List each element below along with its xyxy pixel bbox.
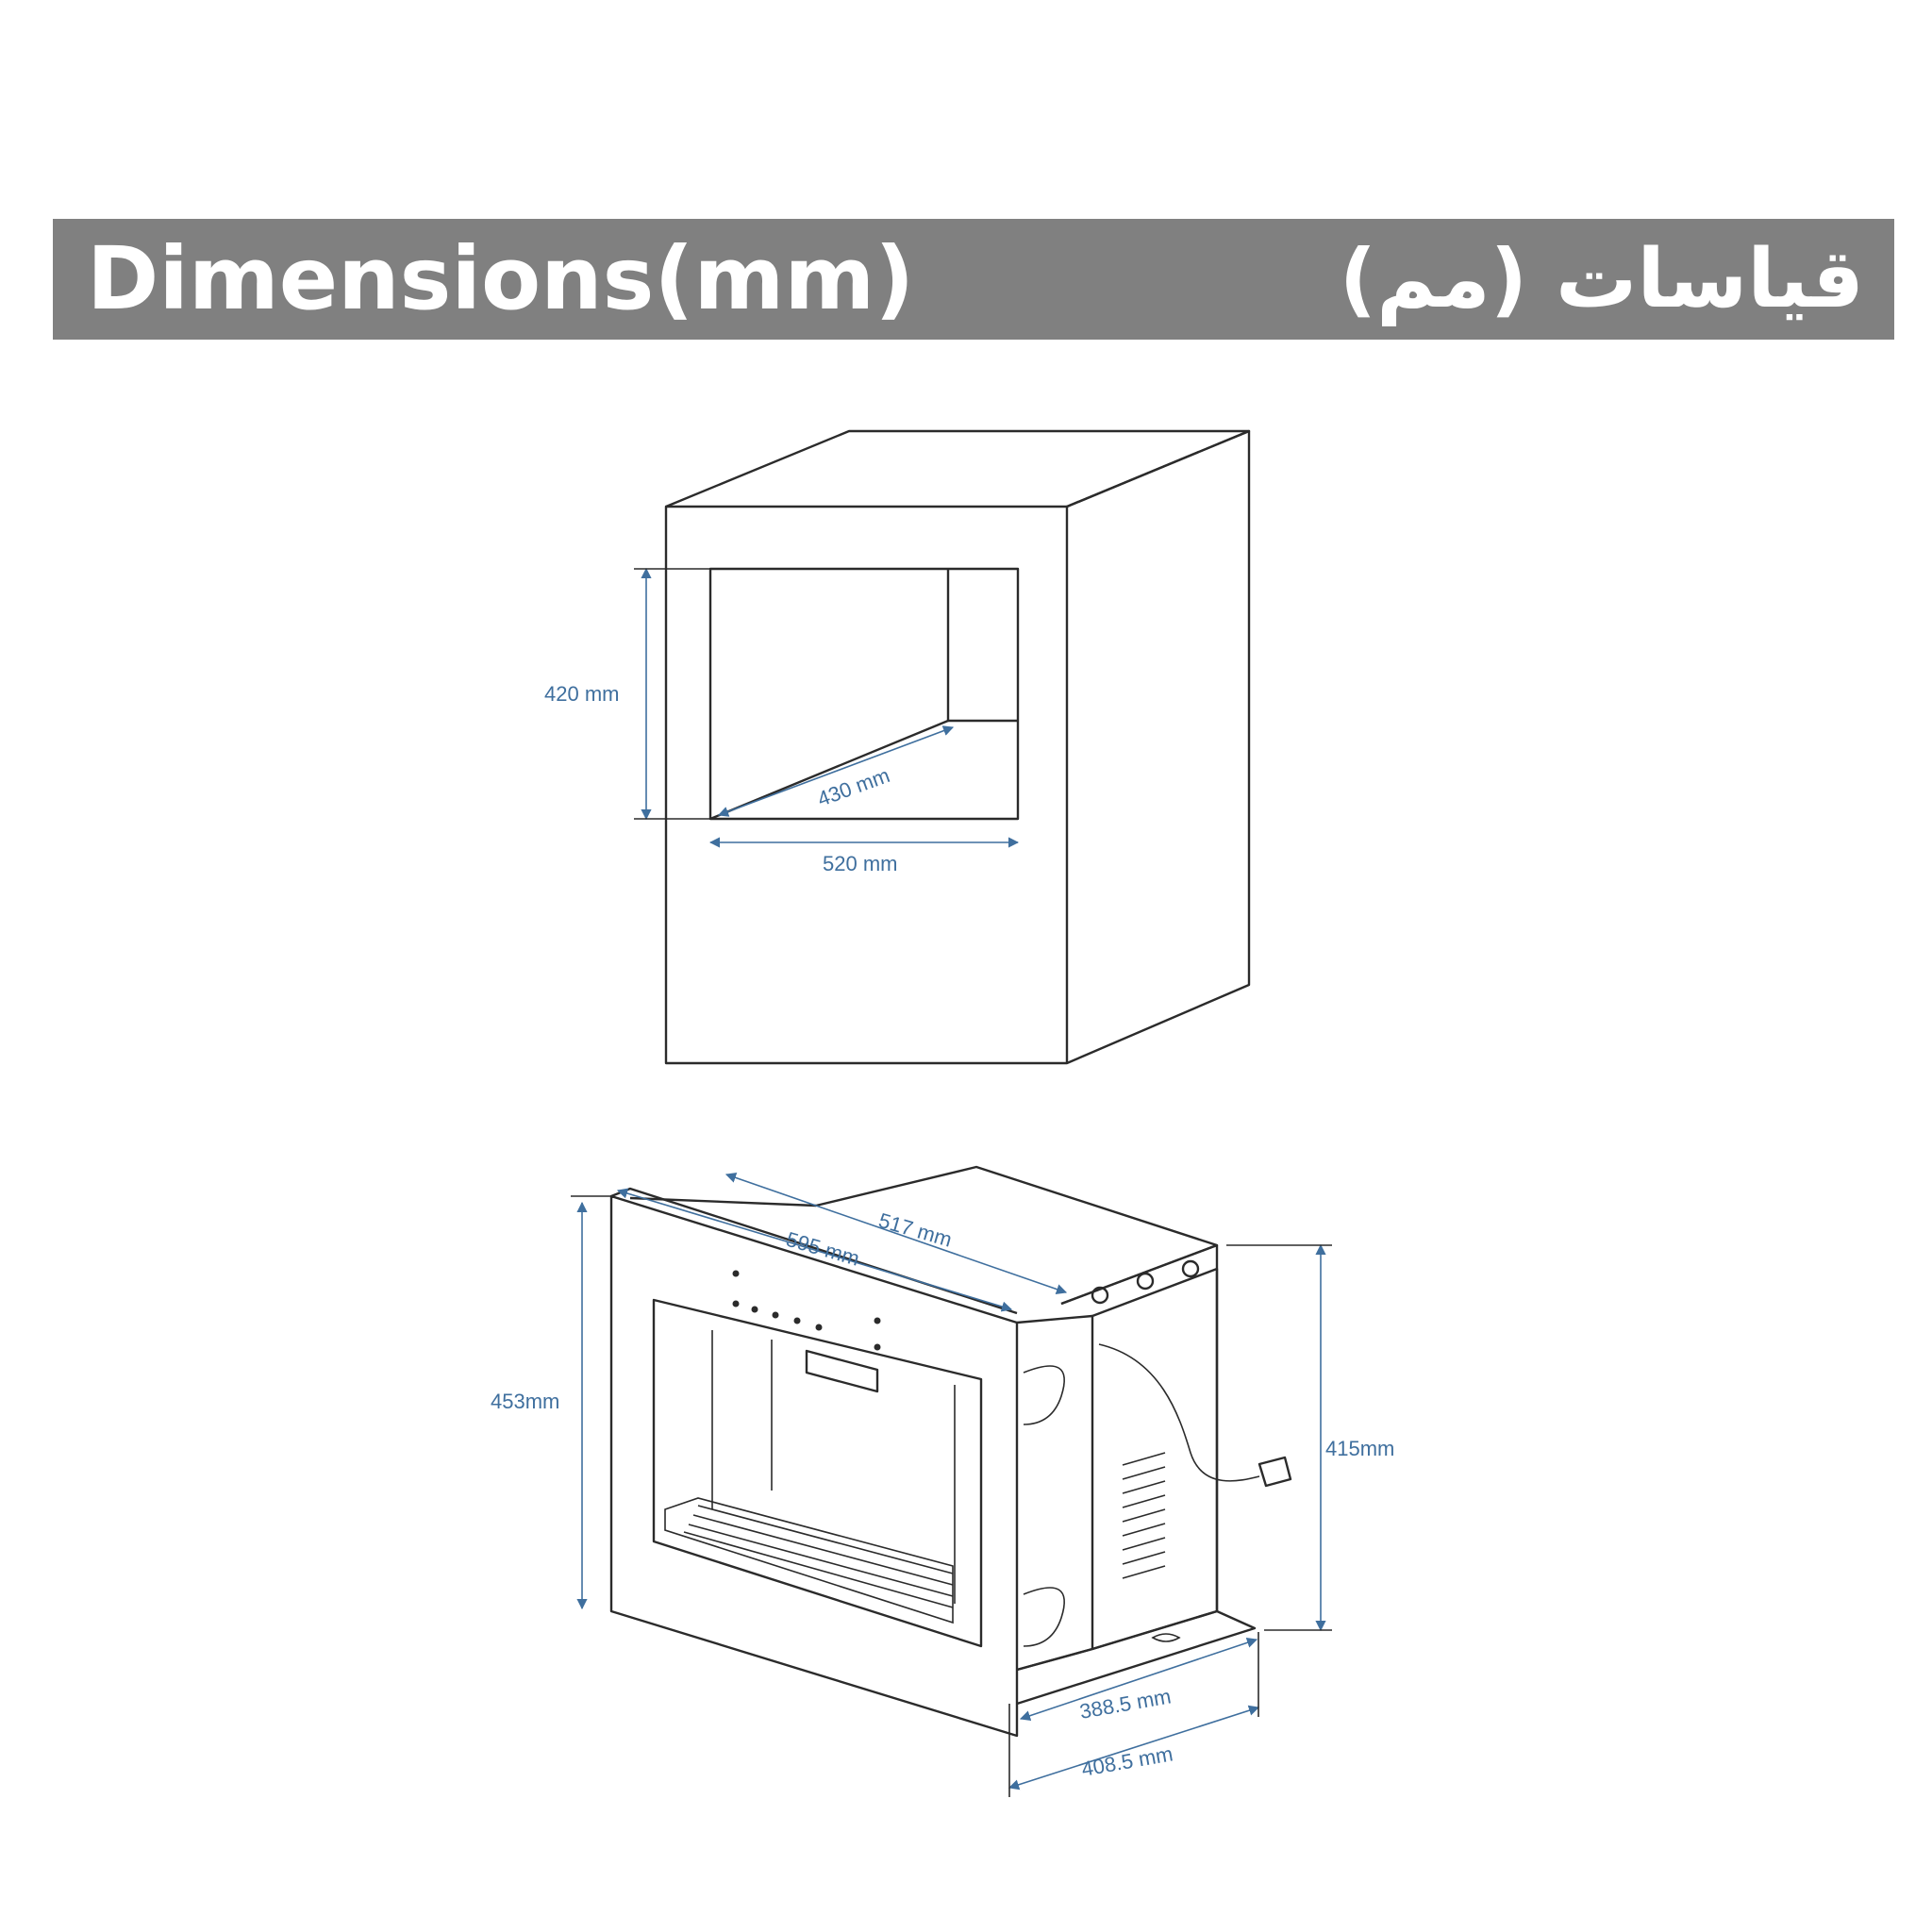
width-label: 520 mm — [823, 852, 897, 875]
connector-2 — [1136, 1272, 1155, 1291]
outer-width-dimension-line — [1008, 1705, 1260, 1790]
front-width-label: 595 mm — [784, 1227, 862, 1271]
lower-side-handle — [1023, 1587, 1065, 1647]
front-panel-opening — [652, 1298, 983, 1648]
button-dot — [874, 1343, 881, 1351]
body-depth-dimension-line — [724, 1173, 1068, 1294]
outer-width-label: 408.5 mm — [1080, 1741, 1175, 1781]
side-vents — [1122, 1452, 1166, 1579]
title-english: Dimensions(mm) — [87, 228, 915, 329]
body-back-panel — [1060, 1243, 1218, 1306]
button-dot — [732, 1270, 740, 1277]
button-dot — [751, 1306, 758, 1313]
cabinet-side-face — [1066, 429, 1251, 1065]
button-dot — [874, 1317, 881, 1324]
cavity-back-wall — [946, 569, 1018, 723]
front-height-label: 453mm — [491, 1390, 559, 1413]
cavity-opening — [708, 567, 1020, 821]
upper-side-handle — [1023, 1365, 1065, 1425]
button-dot — [732, 1300, 740, 1307]
button-dot — [772, 1311, 779, 1319]
header-bar: Dimensions(mm) قياسات (مم) — [53, 219, 1894, 340]
cabinet-top-face — [665, 429, 1251, 508]
cavity-diagram: 420 mm 430 mm 520 mm — [544, 429, 1251, 1065]
power-plug — [1257, 1456, 1292, 1488]
control-buttons — [732, 1270, 881, 1351]
body-left-side — [1016, 1314, 1094, 1672]
dispenser-spout — [805, 1349, 879, 1393]
body-depth-label: 517 mm — [876, 1208, 955, 1252]
base-slot — [1151, 1633, 1181, 1642]
depth-dimension-line — [717, 725, 955, 817]
drip-tray-grille — [683, 1505, 954, 1608]
connector-1 — [1091, 1286, 1109, 1305]
connector-3 — [1181, 1259, 1200, 1278]
body-side-panel — [1091, 1267, 1219, 1651]
body-height-label: 415mm — [1325, 1437, 1394, 1460]
button-dot — [793, 1317, 801, 1324]
button-dot — [815, 1324, 823, 1331]
appliance-diagram: 453mm 595 mm 517 mm 415mm 388.5 mm 408.5… — [491, 1165, 1394, 1797]
title-arabic: قياسات (مم) — [1339, 232, 1864, 326]
front-panel-outer — [609, 1194, 1019, 1738]
drip-tray — [664, 1497, 954, 1624]
inner-width-label: 388.5 mm — [1078, 1684, 1174, 1724]
height-label: 420 mm — [544, 682, 619, 706]
power-cord — [1098, 1343, 1260, 1482]
